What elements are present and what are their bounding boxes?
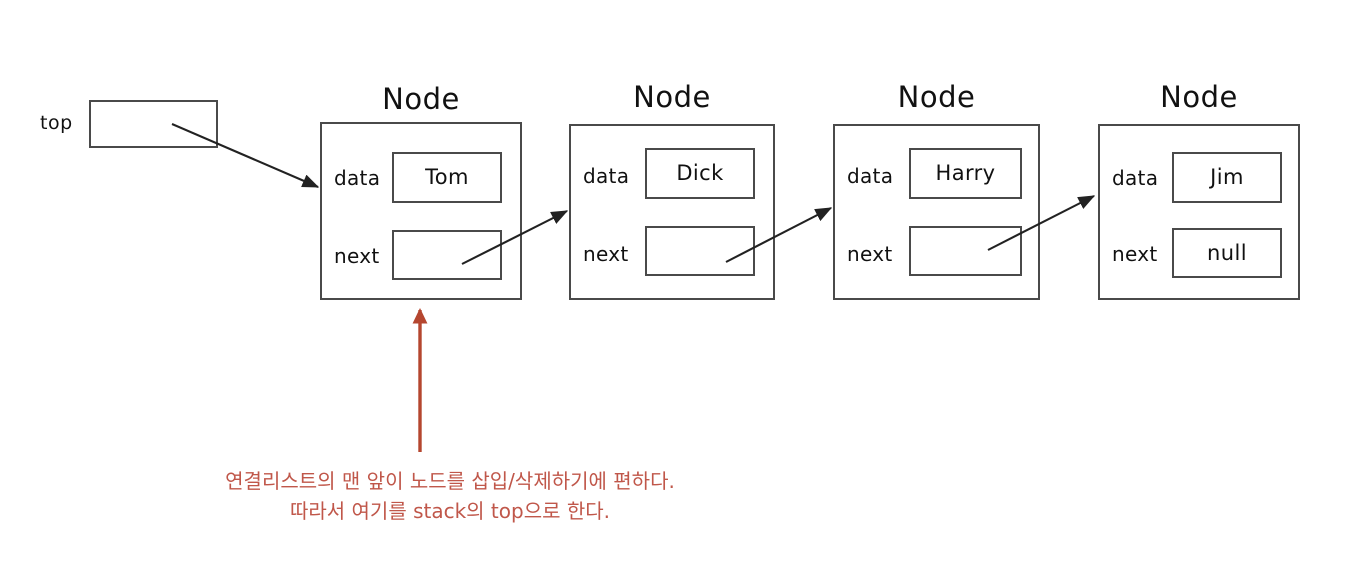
node-2-next-label: next [583,242,629,266]
node-4-next-value: null [1207,240,1247,265]
node-4-title: Node [1160,80,1238,114]
node-2-data-box: Dick [645,148,755,199]
node-3-data-value: Harry [935,161,996,185]
node-2-title: Node [633,80,711,114]
node-1-data-box: Tom [392,152,502,203]
node-1-next-box [392,230,502,280]
caption-block: 연결리스트의 맨 앞이 노드를 삽입/삭제하기에 편하다. 따라서 여기를 st… [0,466,900,526]
top-pointer-label: top [40,112,73,134]
node-4-data-label: data [1112,166,1159,190]
node-3-next-label: next [847,242,893,266]
node-2-next-box [645,226,755,276]
node-4-data-value: Jim [1210,165,1244,189]
top-pointer-box [89,100,218,148]
node-2-data-label: data [583,164,630,188]
node-3-next-box [909,226,1022,276]
node-1-next-label: next [334,244,380,268]
node-1-data-label: data [334,166,381,190]
node-3-data-box: Harry [909,148,1022,199]
node-3-title: Node [897,80,976,114]
caption-line-1: 연결리스트의 맨 앞이 노드를 삽입/삭제하기에 편하다. [225,469,675,493]
node-2-data-value: Dick [676,161,724,185]
node-4-next-box: null [1172,228,1282,278]
node-3-data-label: data [847,164,894,188]
node-4-data-box: Jim [1172,152,1282,203]
node-1-title: Node [382,82,460,116]
node-1-data-value: Tom [425,165,469,189]
caption-line-2: 따라서 여기를 stack의 top으로 한다. [289,499,611,523]
node-4-next-label: next [1112,242,1158,266]
